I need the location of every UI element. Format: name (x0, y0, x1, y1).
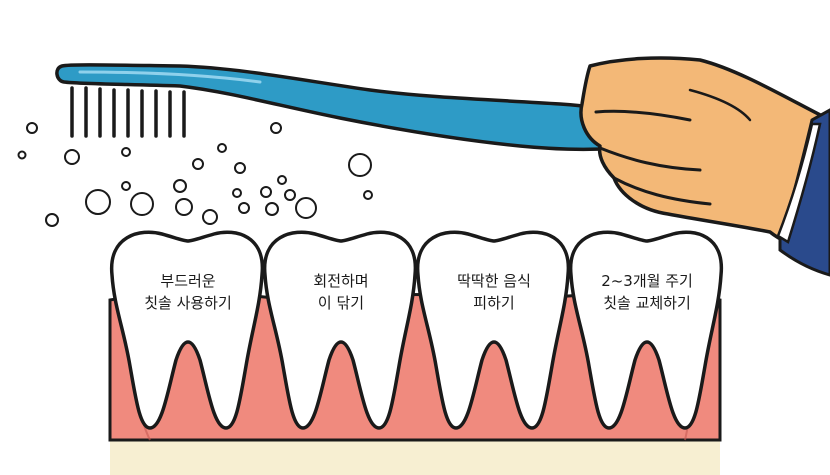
tooth-4 (569, 230, 723, 430)
tooth-label-line2: 칫솔 사용하기 (144, 294, 232, 312)
bubble-icon (121, 147, 131, 157)
tooth-label-line2: 피하기 (473, 294, 515, 312)
bubble-icon (45, 213, 59, 227)
tooth-label-4: 2~3개월 주기 칫솔 교체하기 (572, 270, 722, 314)
tooth-label-1: 부드러운 칫솔 사용하기 (113, 270, 263, 314)
tooth-icon (263, 230, 417, 430)
bubble-icon (17, 150, 27, 160)
bubble-icon (121, 181, 131, 191)
bubble-icon (265, 202, 279, 216)
bubble-icon (277, 175, 287, 185)
bubble-group (17, 122, 373, 227)
bubble-icon (238, 202, 250, 214)
base-strip (110, 440, 720, 475)
tooth-label-line1: 회전하며 (313, 272, 369, 290)
tooth-label-line1: 딱딱한 음식 (457, 272, 531, 290)
tooth-3 (416, 230, 570, 430)
tooth-label-line2: 칫솔 교체하기 (603, 294, 691, 312)
tooth-icon (110, 230, 264, 430)
tooth-label-line1: 부드러운 (160, 272, 216, 290)
bubble-icon (363, 190, 373, 200)
tooth-icon (416, 230, 570, 430)
bubble-icon (175, 198, 193, 216)
bubble-icon (234, 162, 246, 174)
bubble-icon (202, 209, 218, 225)
bubble-icon (232, 188, 242, 198)
tooth-label-line1: 2~3개월 주기 (601, 272, 693, 290)
tooth-1 (110, 230, 264, 430)
bubble-icon (130, 192, 154, 216)
tooth-label-line2: 이 닦기 (317, 294, 365, 312)
bubble-icon (348, 153, 372, 177)
bubble-icon (64, 149, 80, 165)
bubble-icon (295, 197, 317, 219)
bubble-icon (217, 143, 227, 153)
bubble-icon (270, 122, 282, 134)
bubble-icon (192, 158, 204, 170)
bubble-icon (284, 189, 296, 201)
tooth-label-3: 딱딱한 음식 피하기 (419, 270, 569, 314)
tooth-2 (263, 230, 417, 430)
bubble-icon (85, 189, 111, 215)
bubble-icon (260, 186, 272, 198)
tooth-label-2: 회전하며 이 닦기 (266, 270, 416, 314)
bubble-icon (26, 122, 38, 134)
bubble-icon (173, 179, 187, 193)
tooth-icon (569, 230, 723, 430)
hand-icon (579, 56, 830, 277)
